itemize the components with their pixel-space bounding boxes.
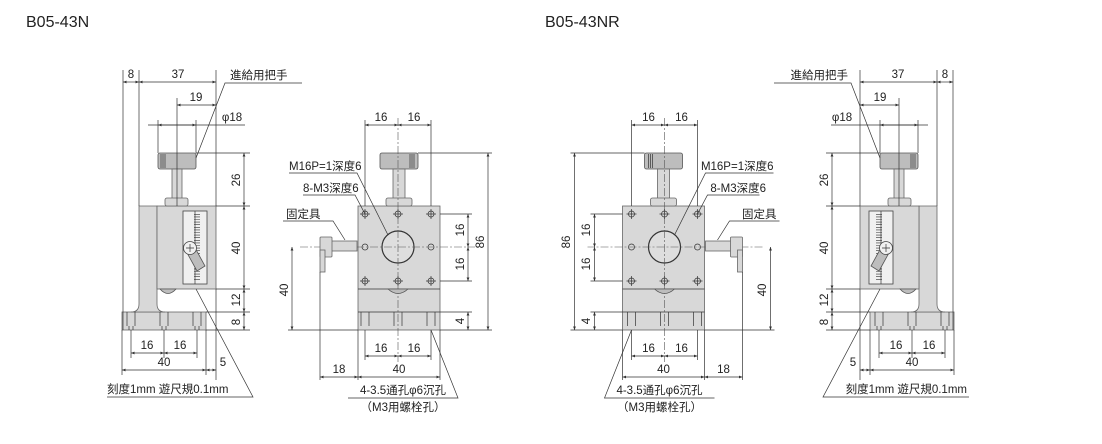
dim-label: 16	[581, 258, 593, 271]
dim-label: 5	[850, 357, 856, 369]
left-side-view-labels: 8 37 19 φ18 26 40 12 8 16 16 40 5 進給用把手 …	[107, 68, 288, 396]
dim-label: 40	[906, 357, 919, 369]
dim-label: 16	[408, 343, 421, 355]
product-title: B05-43NR	[545, 14, 620, 31]
dim-label: 16	[375, 343, 388, 355]
dim-label: 4	[455, 317, 467, 324]
dim-label: 19	[190, 92, 203, 104]
dim-label: 16	[455, 258, 467, 271]
dim-label: 16	[642, 112, 655, 124]
dim-label: 16	[375, 112, 388, 124]
dim-label: 18	[717, 364, 730, 376]
dim-label: 26	[819, 174, 831, 187]
clamp-label: 固定具	[286, 207, 321, 221]
right-front-view-labels: 16 16 16 16 86 4 40 16 16 40 18 M16P=1深度…	[561, 112, 777, 414]
dim-label: 16	[141, 340, 154, 352]
dim-label: 18	[333, 364, 346, 376]
dim-label: 8	[819, 319, 831, 325]
dim-label: 40	[279, 284, 291, 297]
dim-label: 12	[819, 294, 831, 307]
dim-label: 86	[475, 236, 487, 249]
tapped-holes-label: 8-M3深度6	[710, 181, 766, 195]
left-front-view-labels: 16 16 16 16 86 4 40 16 16 18 40 M16P=1深度…	[279, 112, 487, 414]
dim-label: 37	[172, 69, 185, 81]
dim-label: 12	[231, 294, 243, 307]
dim-label: 8	[231, 319, 243, 325]
dim-label: 16	[923, 340, 936, 352]
mount-holes-note: （M3用螺栓孔）	[617, 400, 702, 414]
dim-label: 16	[174, 340, 187, 352]
thread-label: M16P=1深度6	[289, 159, 362, 173]
mount-holes-label: 4-3.5通孔φ6沉孔	[616, 384, 703, 397]
dim-label: 16	[890, 340, 903, 352]
dim-label: 40	[819, 242, 831, 255]
dim-label: 40	[231, 242, 243, 255]
dim-label: 16	[455, 224, 467, 237]
side-view-drawing	[774, 70, 969, 397]
feed-handle-label: 進給用把手	[791, 68, 849, 82]
dim-label: 16	[675, 112, 688, 124]
dim-label: 40	[657, 364, 670, 376]
dim-label: 40	[757, 284, 769, 297]
tapped-holes-label: 8-M3深度6	[303, 181, 359, 195]
dim-label: 40	[393, 364, 406, 376]
dim-label: 19	[874, 92, 887, 104]
mount-holes-label: 4-3.5通孔φ6沉孔	[360, 384, 447, 397]
dim-label: 16	[408, 112, 421, 124]
dim-label: 16	[581, 224, 593, 237]
dim-label: 16	[675, 343, 688, 355]
product-title: B05-43N	[26, 14, 89, 31]
clamp-label: 固定具	[742, 207, 777, 221]
right-side-view-labels: 8 37 19 φ18 26 40 12 8 16 16 40 5 進給用把手 …	[791, 68, 968, 396]
dim-label: φ18	[832, 112, 852, 124]
dim-label: 8	[942, 69, 948, 81]
feed-handle-label: 進給用把手	[230, 68, 288, 82]
dim-label: 16	[642, 343, 655, 355]
dim-label: 86	[561, 236, 573, 249]
dim-label: 4	[581, 317, 593, 324]
scale-label: 刻度1mm 遊尺規0.1mm	[107, 382, 228, 396]
dim-label: 26	[231, 174, 243, 187]
thread-label: M16P=1深度6	[701, 159, 774, 173]
mount-holes-note: （M3用螺栓孔）	[361, 400, 446, 414]
scale-label: 刻度1mm 遊尺規0.1mm	[846, 382, 967, 396]
dim-label: 37	[892, 69, 905, 81]
side-view-drawing	[107, 70, 302, 397]
dim-label: 8	[128, 69, 134, 81]
front-view-drawing	[571, 118, 780, 398]
dim-label: 40	[158, 357, 171, 369]
dim-label: φ18	[222, 112, 242, 124]
dim-label: 5	[220, 357, 226, 369]
